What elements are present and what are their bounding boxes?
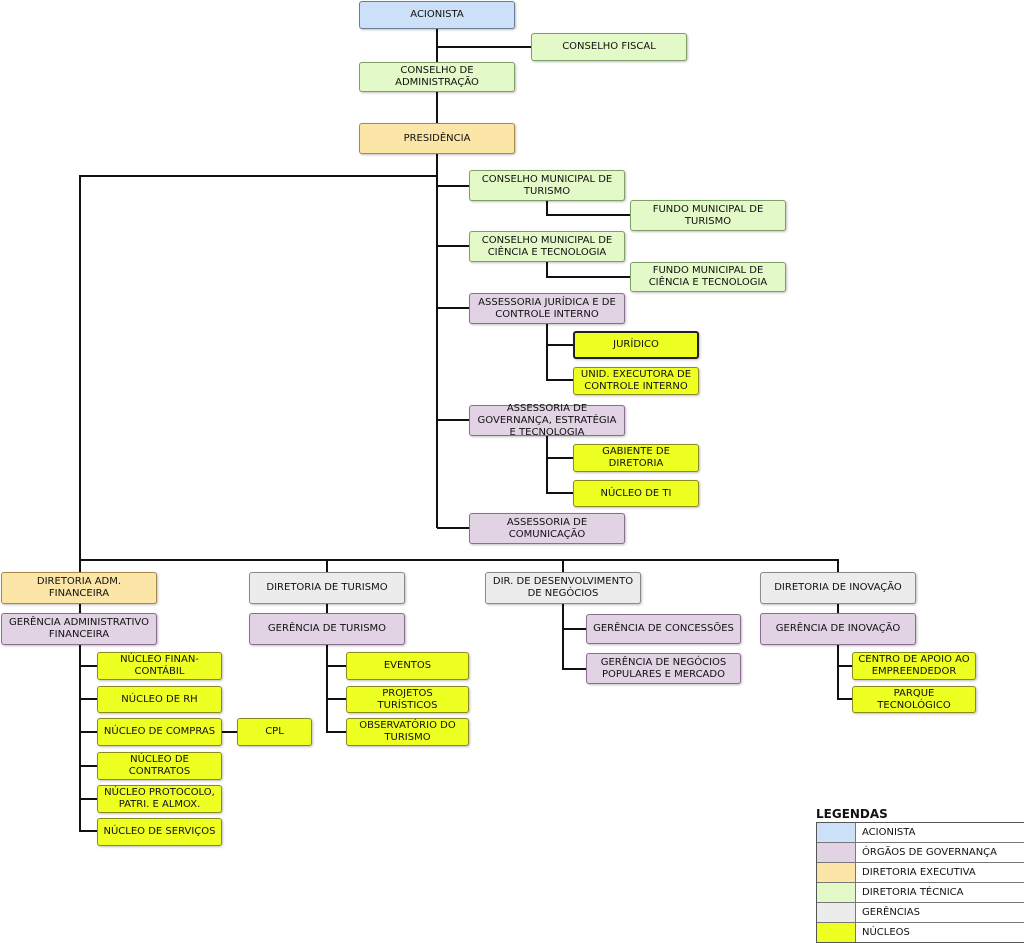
legend-label: GERÊNCIAS [862,907,920,918]
observatorio-turismo-box: OBSERVATÓRIO DO TURISMO [346,718,469,746]
presidencia-box: PRESIDÊNCIA [359,123,515,154]
legend-swatch [817,843,856,862]
legend-label: NÚCLEOS [862,927,910,938]
gerencia-adm-financeira-box: GERÊNCIA ADMINISTRATIVO FINANCEIRA [1,613,157,645]
legend-row: NÚCLEOS [817,923,1024,942]
diretoria-desenvolvimento-box: DIR. DE DESENVOLVIMENTO DE NEGÓCIOS [485,572,641,604]
legend-row: DIRETORIA TÉCNICA [817,883,1024,903]
fundo-municipal-turismo-box: FUNDO MUNICIPAL DE TURISMO [630,200,786,231]
legend-swatch [817,903,856,922]
nucleo-contratos-box: NÚCLEO DE CONTRATOS [97,752,222,780]
legend-label: DIRETORIA TÉCNICA [862,887,964,898]
gerencia-negocios-box: GERÊNCIA DE NEGÓCIOS POPULARES E MERCADO [586,653,741,684]
nucleo-ti-box: NÚCLEO DE TI [573,480,699,507]
legend-row: ÓRGÃOS DE GOVERNANÇA [817,843,1024,863]
legend-label: ÓRGÃOS DE GOVERNANÇA [862,847,998,858]
nucleo-protocolo-box: NÚCLEO PROTOCOLO, PATRI. E ALMOX. [97,785,222,813]
conselho-fiscal-box: CONSELHO FISCAL [531,33,687,61]
legend-swatch [817,823,856,842]
cpl-box: CPL [237,718,312,746]
gerencia-concessoes-box: GERÊNCIA DE CONCESSÕES [586,614,741,644]
legend: ACIONISTA ÓRGÃOS DE GOVERNANÇA DIRETORIA… [816,822,1024,943]
conselho-administracao-box: CONSELHO DE ADMINISTRAÇÃO [359,62,515,92]
legend-label: DIRETORIA EXECUTIVA [862,867,976,878]
legend-row: DIRETORIA EXECUTIVA [817,863,1024,883]
nucleo-servicos-box: NÚCLEO DE SERVIÇOS [97,818,222,846]
fundo-municipal-ciencia-box: FUNDO MUNICIPAL DE CIÊNCIA E TECNOLOGIA [630,262,786,292]
gabinete-diretoria-box: GABIENTE DE DIRETORIA [573,444,699,472]
parque-tecnologico-box: PARQUE TECNOLÓGICO [852,686,976,713]
legend-swatch [817,923,856,942]
assessoria-juridica-box: ASSESSORIA JURÍDICA E DE CONTROLE INTERN… [469,293,625,324]
nucleo-rh-box: NÚCLEO DE RH [97,686,222,713]
legend-row: GERÊNCIAS [817,903,1024,923]
juridico-box: JURÍDICO [573,331,699,359]
unid-executora-box: UNID. EXECUTORA DE CONTROLE INTERNO [573,367,699,395]
diretoria-inovacao-box: DIRETORIA DE INOVAÇÃO [760,572,916,604]
legend-swatch [817,863,856,882]
centro-apoio-box: CENTRO DE APOIO AO EMPREENDEDOR [852,652,976,680]
eventos-box: EVENTOS [346,652,469,680]
nucleo-compras-box: NÚCLEO DE COMPRAS [97,718,222,746]
projetos-turisticos-box: PROJETOS TURÍSTICOS [346,686,469,713]
legend-title: LEGENDAS [816,807,888,821]
acionista-box: ACIONISTA [359,1,515,29]
diretoria-turismo-box: DIRETORIA DE TURISMO [249,572,405,604]
diretoria-adm-financeira-box: DIRETORIA ADM. FINANCEIRA [1,572,157,604]
assessoria-governanca-box: ASSESSORIA DE GOVERNANÇA, ESTRATÉGIA E T… [469,403,625,438]
legend-swatch [817,883,856,902]
nucleo-financeiro-contabil-box: NÚCLEO FINAN- CONTÁBIL [97,652,222,680]
gerencia-inovacao-box: GERÊNCIA DE INOVAÇÃO [760,613,916,645]
legend-label: ACIONISTA [862,827,916,838]
conselho-municipal-ciencia-box: CONSELHO MUNICIPAL DE CIÊNCIA E TECNOLOG… [469,231,625,262]
assessoria-comunicacao-box: ASSESSORIA DE COMUNICAÇÃO [469,513,625,544]
legend-row: ACIONISTA [817,823,1024,843]
gerencia-turismo-box: GERÊNCIA DE TURISMO [249,613,405,645]
conselho-municipal-turismo-box: CONSELHO MUNICIPAL DE TURISMO [469,170,625,201]
